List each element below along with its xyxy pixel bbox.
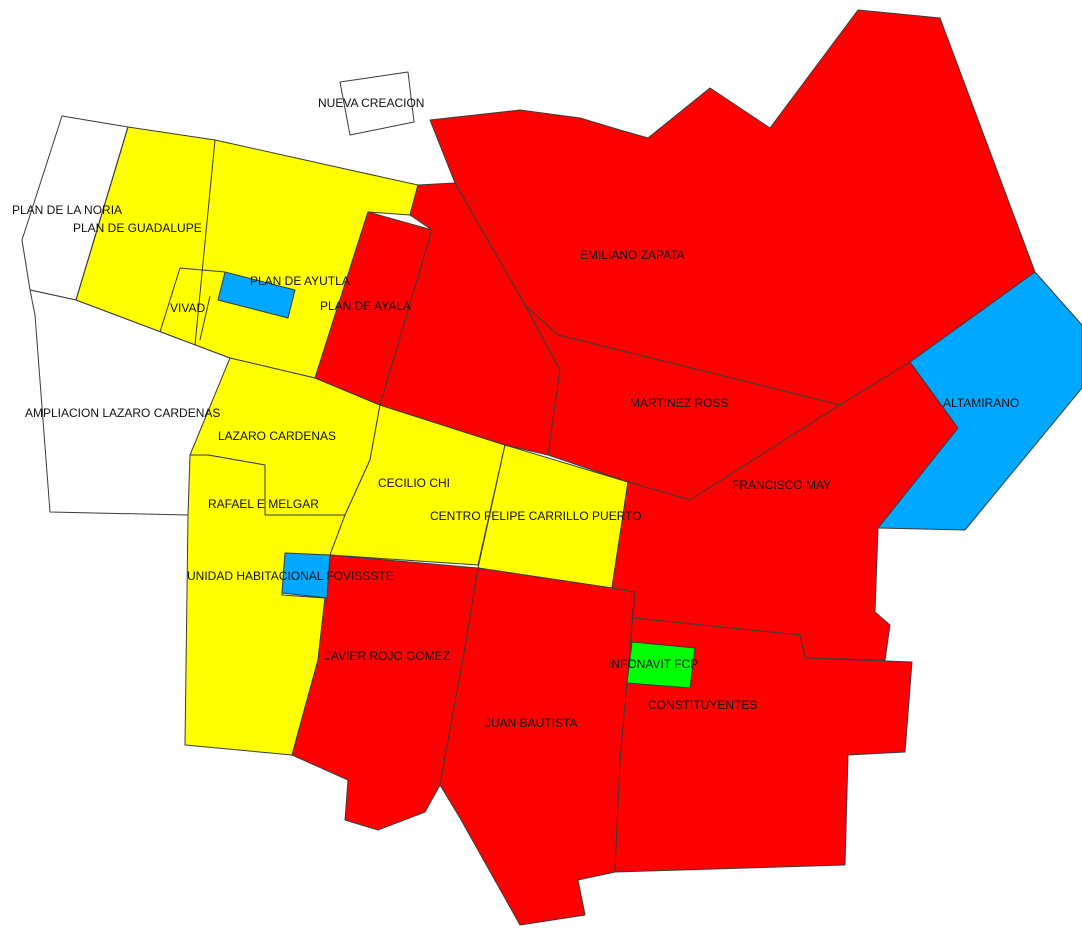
area-ayala-east[interactable] [379, 182, 561, 456]
label-centro-felipe-carrillo-puerto: CENTRO FELIPE CARRILLO PUERTO [430, 509, 642, 523]
label-plan-de-ayutla: PLAN DE AYUTLA [250, 274, 350, 288]
area-infonavit-fcp[interactable] [626, 641, 696, 689]
label-plan-de-la-noria: PLAN DE LA NORIA [12, 203, 122, 217]
boundary-line [75, 126, 129, 301]
boundary-line [159, 267, 181, 333]
area-plan-de-ayutla[interactable] [217, 271, 296, 319]
label-plan-de-guadalupe: PLAN DE GUADALUPE [73, 221, 202, 235]
label-emiliano-zapata: EMILIANO ZAPATA [580, 248, 685, 262]
label-unidad-habitacional-fovissste: UNIDAD HABITACIONAL FOVISSSTE [187, 569, 394, 583]
label-martinez-ross: MARTINEZ ROSS [630, 396, 728, 410]
label-cecilio-chi: CECILIO CHI [378, 476, 450, 490]
label-nueva-creacion: NUEVA CREACION [318, 96, 424, 110]
area-nueva-creacion[interactable] [339, 71, 415, 136]
internal-boundaries [75, 126, 226, 346]
label-altamirano: ALTAMIRANO [943, 396, 1019, 410]
area-altamirano[interactable] [877, 271, 1082, 531]
label-francisco-may: FRANCISCO MAY [732, 478, 831, 492]
label-infonavit-fcp: INFONAVIT FCP [608, 657, 698, 671]
area-plan-de-guadalupe[interactable] [75, 126, 419, 379]
label-ampliacion-lazaro-cardenas: AMPLIACION LAZARO CARDENAS [25, 406, 220, 420]
boundary-line [199, 295, 211, 341]
label-javier-rojo-gomez: JAVIER ROJO GOMEZ [325, 649, 450, 663]
area-juan-bautista[interactable] [439, 567, 636, 926]
boundary-line [179, 267, 226, 273]
label-juan-bautista: JUAN BAUTISTA [485, 716, 577, 730]
label-constituyentes: CONSTITUYENTES [648, 698, 757, 712]
label-rafael-e-melgar: RAFAEL E MELGAR [208, 497, 319, 511]
label-plan-de-ayala: PLAN DE AYALA [320, 299, 411, 313]
boundary-line [194, 139, 216, 346]
label-lazaro-cardenas: LAZARO CARDENAS [218, 429, 336, 443]
label-vivad: VIVAD [170, 301, 205, 315]
area-unidad-habitacional-fovissste[interactable] [281, 552, 331, 599]
